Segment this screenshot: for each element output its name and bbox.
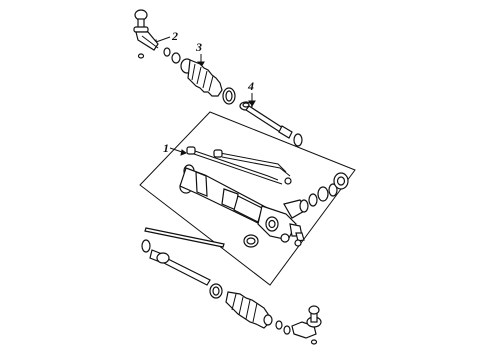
callout-1-label: 1 <box>163 141 169 155</box>
upper-bellows-boot <box>180 58 236 105</box>
assembly-boundary <box>139 111 356 286</box>
upper-inner-tie-rod <box>239 101 303 147</box>
hydraulic-lines <box>186 146 292 185</box>
lower-tie-rod-end <box>275 305 322 345</box>
callout-2-label: 2 <box>171 29 178 43</box>
lower-inner-tie-rod <box>141 239 211 286</box>
pinion-seals <box>299 172 349 213</box>
clamp-ring <box>243 234 259 248</box>
rack-bar <box>144 227 225 248</box>
callout-1: 1 <box>163 141 188 156</box>
rack-housing <box>179 164 307 247</box>
callout-3-label: 3 <box>195 40 202 54</box>
callout-4-label: 4 <box>247 79 254 93</box>
upper-tie-rod-end <box>133 9 181 64</box>
lower-bellows-boot <box>209 283 273 329</box>
